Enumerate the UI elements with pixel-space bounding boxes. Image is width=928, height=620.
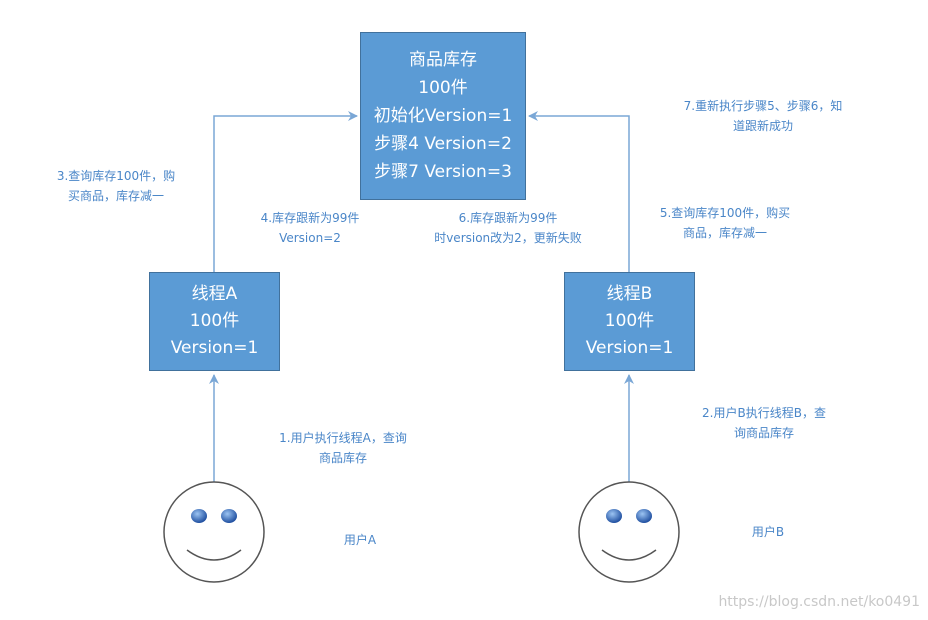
thread-b-title: 线程B	[606, 284, 653, 304]
thread-a-box: 线程A 100件 Version=1	[149, 272, 280, 371]
user-b-smiley-icon	[578, 481, 680, 583]
step6-line2: 时version改为2，更新失败	[434, 231, 582, 245]
thread-b-box: 线程B 100件 Version=1	[564, 272, 695, 371]
inventory-step4-version: 步骤4 Version=2	[374, 134, 512, 154]
step7-note: 7.重新执行步骤5、步骤6，知 道跟新成功	[658, 96, 868, 136]
step7-line2: 道跟新成功	[732, 119, 793, 133]
inventory-step7-version: 步骤7 Version=3	[374, 162, 512, 182]
thread-b-count: 100件	[604, 311, 655, 331]
step2-line1: 2.用户B执行线程B，查	[702, 406, 826, 420]
thread-a-title: 线程A	[191, 284, 238, 304]
step6-note: 6.库存跟新为99件 时version改为2，更新失败	[418, 208, 598, 248]
step5-line1: 5.查询库存100件，购买	[659, 206, 791, 220]
thread-b-version: Version=1	[585, 338, 674, 358]
user-b-label: 用户B	[738, 522, 798, 542]
step7-line1: 7.重新执行步骤5、步骤6，知	[683, 99, 843, 113]
arrow-thread-a-to-inventory	[213, 111, 358, 272]
watermark: https://blog.csdn.net/ko0491	[718, 594, 920, 610]
inventory-box: 商品库存 100件 初始化Version=1 步骤4 Version=2 步骤7…	[360, 32, 526, 200]
step1-line2: 商品库存	[318, 451, 367, 465]
step4-note: 4.库存跟新为99件 Version=2	[245, 208, 375, 248]
user-a-label: 用户A	[330, 530, 390, 550]
thread-a-count: 100件	[189, 311, 240, 331]
step1-note: 1.用户执行线程A，查询 商品库存	[263, 428, 423, 468]
step2-note: 2.用户B执行线程B，查 询商品库存	[684, 403, 844, 443]
step3-line1: 3.查询库存100件，购	[56, 169, 176, 183]
step2-line2: 询商品库存	[733, 426, 794, 440]
inventory-initial-version: 初始化Version=1	[373, 106, 513, 126]
user-a-smiley-icon	[163, 481, 265, 583]
step5-line2: 商品，库存减一	[682, 226, 767, 240]
step4-line1: 4.库存跟新为99件	[260, 211, 360, 225]
user-b-label-text: 用户B	[751, 525, 785, 539]
arrow-thread-b-to-inventory	[528, 111, 630, 272]
step6-line1: 6.库存跟新为99件	[458, 211, 558, 225]
step3-line2: 买商品，库存减一	[67, 189, 164, 203]
step3-note: 3.查询库存100件，购 买商品，库存减一	[36, 166, 196, 206]
step4-line2: Version=2	[279, 231, 341, 245]
user-a-label-text: 用户A	[343, 533, 377, 547]
thread-a-version: Version=1	[170, 338, 259, 358]
inventory-title: 商品库存	[409, 50, 477, 70]
inventory-count: 100件	[418, 78, 468, 98]
step5-note: 5.查询库存100件，购买 商品，库存减一	[640, 203, 810, 243]
step1-line1: 1.用户执行线程A，查询	[279, 431, 407, 445]
